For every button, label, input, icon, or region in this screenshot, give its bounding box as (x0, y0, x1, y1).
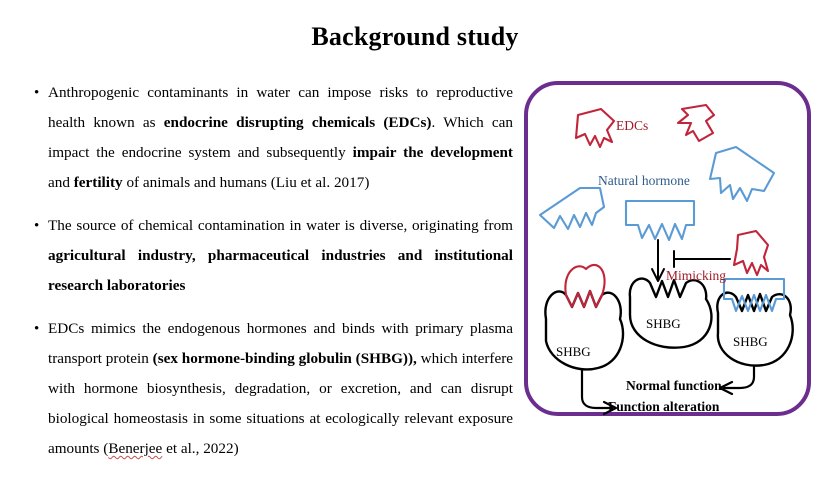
natural-hormone-icon (538, 186, 606, 231)
label-edcs: EDCs (616, 118, 649, 133)
shbg-receptor-middle (628, 277, 713, 349)
mechanism-diagram-svg (538, 103, 794, 416)
bullet-marker-icon: • (34, 321, 40, 337)
label-shbg-middle: SHBG (646, 316, 681, 331)
shbg-receptor-right (716, 291, 794, 367)
label-shbg-right: SHBG (733, 334, 768, 349)
label-natural-hormone: Natural hormone (598, 173, 690, 188)
normal-function-arrow-icon (718, 364, 756, 396)
bullet-marker-icon: • (34, 85, 40, 101)
list-item: • Anthropogenic contaminants in water ca… (28, 78, 513, 198)
list-item-text: Anthropogenic contaminants in water can … (48, 84, 513, 191)
bullet-list: • Anthropogenic contaminants in water ca… (28, 78, 513, 477)
bound-natural-hormone-icon (722, 277, 786, 313)
label-function-alteration: Function alteration (608, 399, 720, 414)
bound-edc-icon (564, 263, 606, 309)
mimicking-arrow-icon (651, 239, 665, 282)
list-item: • The source of chemical contamination i… (28, 211, 513, 301)
natural-hormone-icon (708, 145, 776, 203)
bullet-marker-icon: • (34, 218, 40, 234)
edc-molecule-icon (676, 103, 716, 143)
edc-molecule-icon (574, 107, 616, 149)
label-mimicking: Mimicking (666, 268, 726, 283)
list-item-text: The source of chemical contamination in … (48, 217, 513, 294)
list-item: • EDCs mimics the endogenous hormones an… (28, 314, 513, 464)
label-normal-function: Normal function (626, 378, 722, 393)
page-title: Background study (311, 22, 519, 51)
label-shbg-left: SHBG (556, 344, 591, 359)
inhibition-bar-icon (673, 250, 731, 268)
shbg-receptor-left (544, 289, 625, 371)
list-item-text: EDCs mimics the endogenous hormones and … (48, 320, 513, 457)
natural-hormone-icon (624, 199, 696, 242)
edc-molecule-icon (732, 229, 770, 277)
mechanism-diagram-panel: EDCs Natural hormone Mimicking SHBG SHBG… (524, 81, 811, 416)
function-alteration-arrow-icon (580, 367, 618, 416)
